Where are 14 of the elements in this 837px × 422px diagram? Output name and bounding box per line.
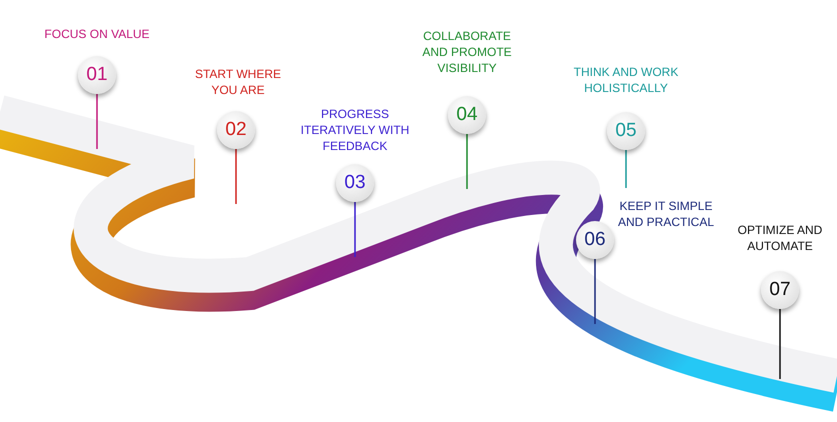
step-label: FOCUS ON VALUE [43, 26, 151, 42]
step-number-pin: 05 [607, 112, 645, 150]
step-label: KEEP IT SIMPLE AND PRACTICAL [616, 198, 716, 230]
step-label: OPTIMIZE AND AUTOMATE [736, 222, 824, 254]
step-label: THINK AND WORK HOLISTICALLY [572, 64, 680, 96]
step-number-pin: 04 [448, 96, 486, 134]
step-number-pin: 06 [576, 221, 614, 259]
step-number-pin: 01 [78, 56, 116, 94]
step-number-pin: 02 [217, 111, 255, 149]
step-label: START WHERE YOU ARE [194, 66, 282, 98]
step-label: COLLABORATE AND PROMOTE VISIBILITY [421, 28, 513, 76]
step-number-pin: 03 [336, 164, 374, 202]
step-number-pin: 07 [761, 271, 799, 309]
step-label: PROGRESS ITERATIVELY WITH FEEDBACK [300, 106, 410, 154]
